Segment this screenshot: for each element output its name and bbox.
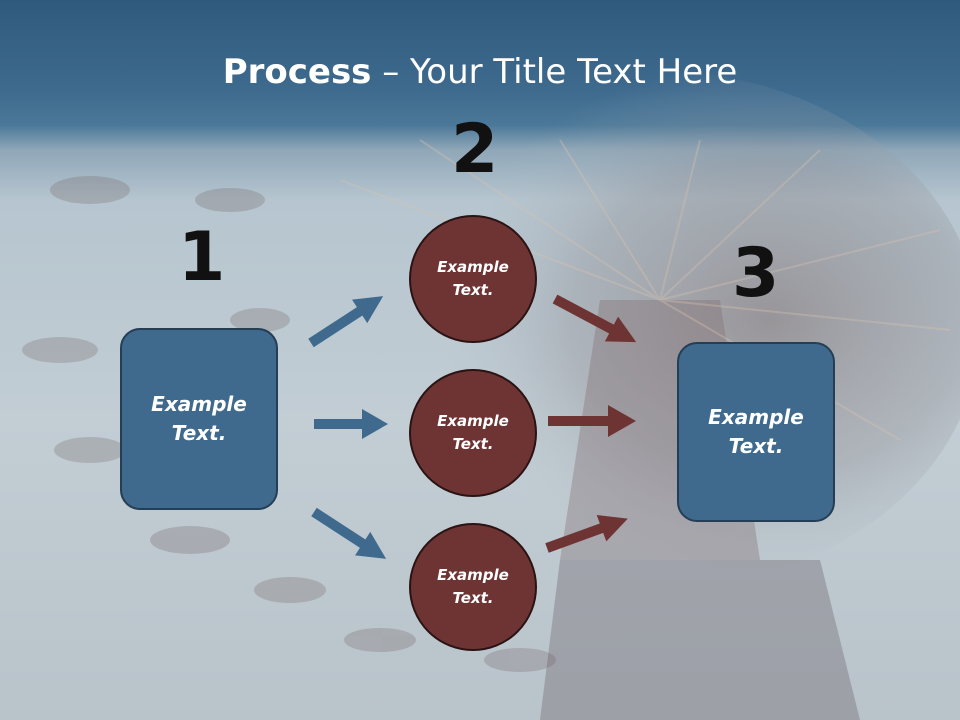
right-box[interactable]: Example Text.: [677, 342, 835, 522]
maroon-arrow-middle: [548, 405, 636, 437]
title-bold: Process: [222, 52, 372, 92]
circle-top-line1: Example: [437, 258, 509, 276]
step-number-2: 2: [451, 110, 499, 189]
circle-bottom-line1: Example: [437, 566, 509, 584]
blue-arrow-middle: [314, 409, 388, 439]
left-box[interactable]: Example Text.: [120, 328, 278, 510]
maroon-arrow-bottom: [545, 515, 628, 553]
circle-bottom-line2: Text.: [452, 589, 494, 607]
blue-arrow-down: [311, 507, 387, 559]
right-box-line2: Text.: [728, 434, 784, 458]
title-rest: – Your Title Text Here: [371, 52, 738, 92]
left-box-line1: Example: [151, 392, 247, 416]
circle-middle-line1: Example: [437, 412, 509, 430]
slide-title: Process – Your Title Text Here: [0, 52, 960, 92]
step-number-1: 1: [178, 218, 226, 297]
right-box-line1: Example: [708, 405, 804, 429]
blue-arrow-up: [308, 296, 384, 348]
left-box-line2: Text.: [171, 421, 227, 445]
maroon-arrow-top: [552, 294, 637, 343]
step-number-3: 3: [732, 234, 780, 313]
circle-top-line2: Text.: [452, 281, 494, 299]
left-box-text: Example Text.: [151, 390, 247, 448]
circle-middle-line2: Text.: [452, 435, 494, 453]
